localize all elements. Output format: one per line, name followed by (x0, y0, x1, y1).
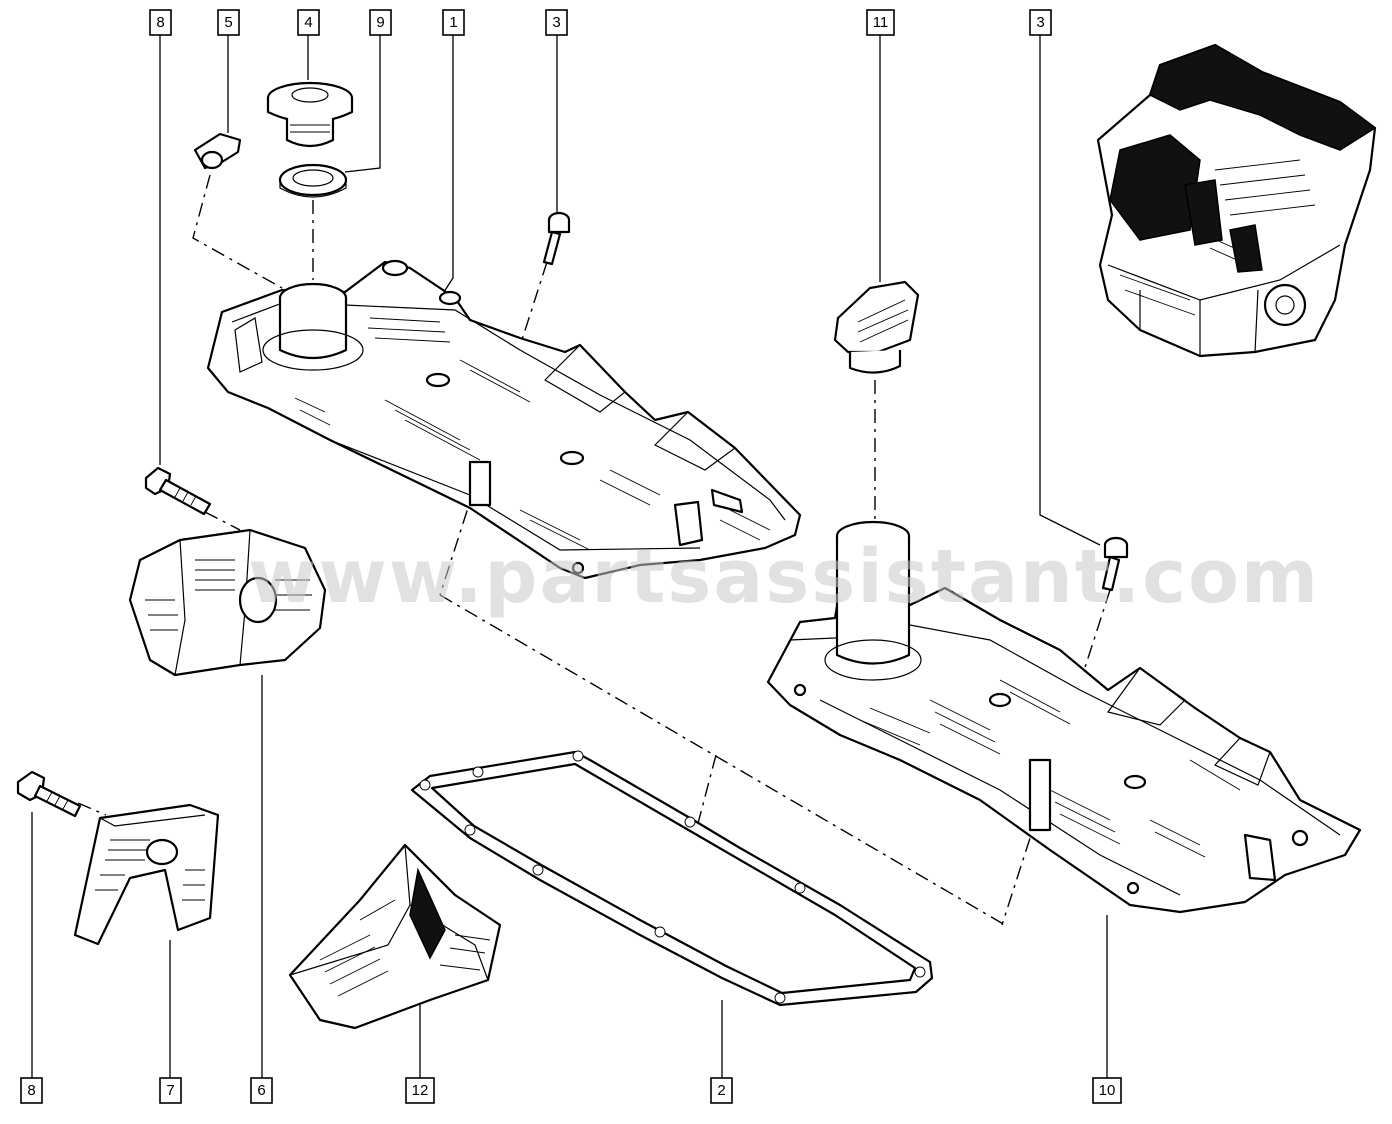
callout-12-label: 12 (412, 1082, 429, 1099)
callout-12: 12 (405, 1077, 435, 1104)
callout-5: 5 (217, 9, 240, 36)
baffle-part-12 (288, 843, 502, 1030)
callout-3-left-label: 3 (552, 14, 560, 31)
cap-part-11 (833, 280, 920, 374)
callout-3-right: 3 (1029, 9, 1052, 36)
callout-3-right-label: 3 (1036, 14, 1044, 31)
bolt-part-8-lower (16, 770, 82, 818)
callout-11-label: 11 (873, 14, 889, 31)
callout-9: 9 (369, 9, 392, 36)
callout-9-label: 9 (376, 14, 384, 31)
bolt-part-3-left (542, 211, 571, 266)
callout-10: 10 (1092, 1077, 1122, 1104)
callout-11: 11 (866, 9, 895, 36)
callout-8-bottom: 8 (20, 1077, 43, 1104)
callout-3-left: 3 (545, 9, 568, 36)
valve-cover-part-10 (766, 520, 1362, 914)
bracket-part-6 (128, 528, 327, 677)
bolt-part-3-right (1101, 536, 1129, 592)
callout-6: 6 (250, 1077, 273, 1104)
callout-2-label: 2 (717, 1082, 725, 1099)
callout-2: 2 (710, 1077, 733, 1104)
callout-8-top-label: 8 (156, 14, 164, 31)
gasket-part-2 (410, 750, 934, 1007)
bolt-part-8-upper (144, 466, 212, 516)
callout-1: 1 (442, 9, 465, 36)
callout-4-label: 4 (304, 14, 312, 31)
callout-8-top: 8 (149, 9, 172, 36)
callout-7: 7 (159, 1077, 182, 1104)
valve-cover-part-1 (206, 259, 802, 580)
watermark-text: www.partsassistant.com (248, 534, 1320, 620)
callout-4: 4 (297, 9, 320, 36)
callout-6-label: 6 (257, 1082, 265, 1099)
plug-part-5 (193, 132, 242, 170)
callout-8-bottom-label: 8 (27, 1082, 35, 1099)
callout-1-label: 1 (449, 14, 457, 31)
callout-5-label: 5 (224, 14, 232, 31)
bracket-part-7 (73, 803, 220, 946)
engine-thumbnail (1096, 43, 1377, 358)
seal-ring-part-9 (278, 163, 348, 198)
callout-10-label: 10 (1099, 1082, 1116, 1099)
filler-cap-part-4 (266, 81, 354, 148)
callout-7-label: 7 (166, 1082, 174, 1099)
